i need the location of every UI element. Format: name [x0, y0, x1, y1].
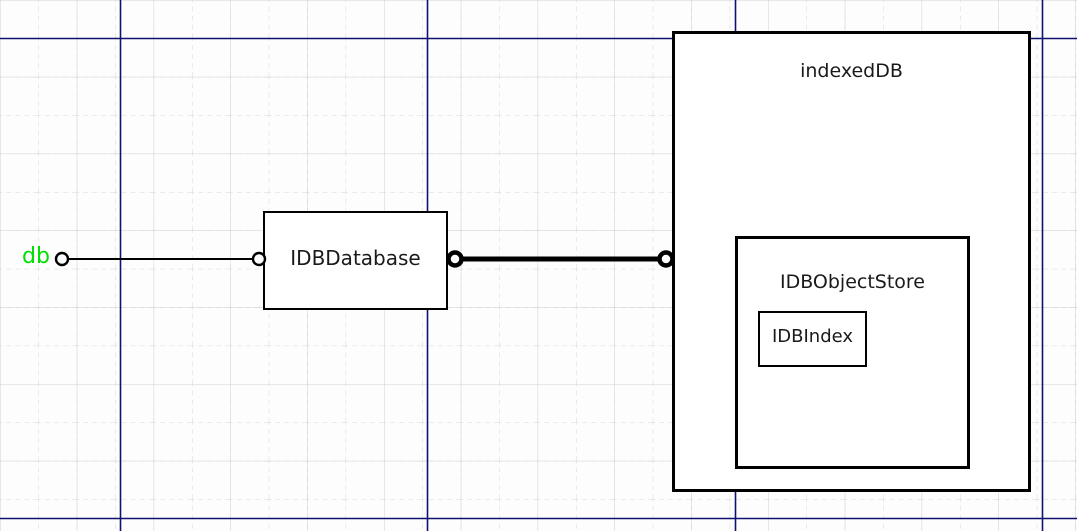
node-idbdatabase-label: IDBDatabase — [290, 246, 421, 270]
node-indexeddb-label: indexedDB — [800, 60, 903, 82]
variable-label-db: db — [22, 244, 50, 269]
node-idbobjectstore-label: IDBObjectStore — [779, 271, 926, 293]
node-idbdatabase[interactable] — [263, 211, 448, 310]
node-idbindex-label: IDBIndex — [771, 326, 854, 347]
node-idbindex[interactable] — [758, 311, 867, 367]
